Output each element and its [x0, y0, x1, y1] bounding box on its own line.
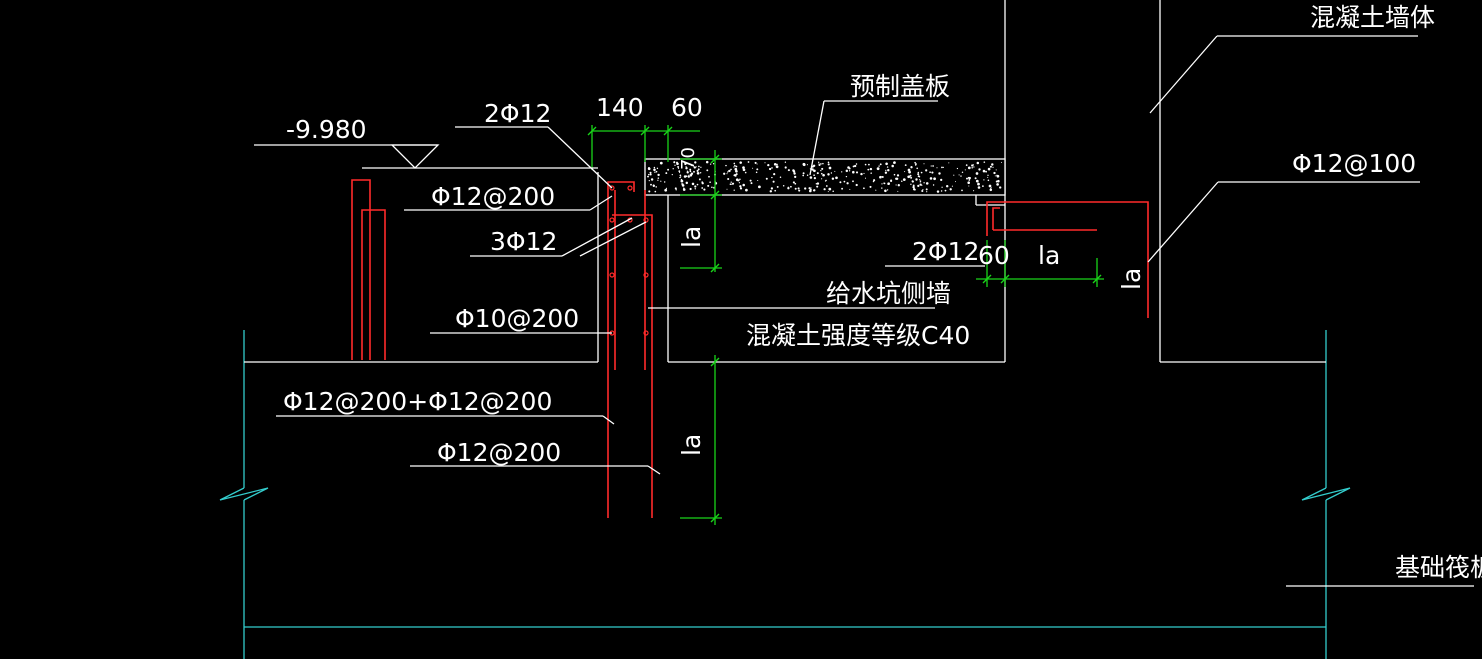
label-elevation: -9.980 [286, 115, 367, 144]
label-dim-60-ledge: 60 [978, 241, 1010, 270]
label-dim-60-top: 60 [671, 93, 703, 122]
rebar-lines [351, 179, 1149, 518]
label-dist-bars: Φ10@200 [455, 304, 579, 333]
dimension-lines [587, 125, 1104, 525]
label-ledge-bars: 2Φ12 [912, 237, 979, 266]
label-pit-wall: 给水坑侧墙 [826, 279, 951, 308]
label-precast-cover: 预制盖板 [850, 72, 950, 101]
label-concrete-wall: 混凝土墙体 [1310, 3, 1435, 32]
precast-cover-slab [644, 158, 1006, 196]
raft-slab-outline [219, 330, 1351, 659]
leader-lines [254, 35, 1474, 587]
label-la-lower: la [677, 434, 706, 456]
label-ledge-rebar: Φ12@100 [1292, 149, 1416, 178]
concrete-hatch [647, 160, 1003, 193]
label-raft: 基础筏板 [1395, 553, 1482, 582]
annotation-labels: 混凝土墙体 预制盖板 -9.980 2Φ12 140 60 70 Φ12@200… [283, 3, 1482, 582]
label-concrete-grade: 混凝土强度等级C40 [746, 321, 970, 350]
label-double-bars: Φ12@200+Φ12@200 [283, 387, 552, 416]
label-dim-70: 70 [678, 147, 699, 170]
label-three-bars: 3Φ12 [490, 227, 557, 256]
label-top-bars: 2Φ12 [484, 99, 551, 128]
label-stirrup-200: Φ12@200 [431, 182, 555, 211]
structure-outline [244, 0, 1326, 363]
label-la-ledge: la [1038, 241, 1060, 270]
label-la-upper: la [677, 226, 706, 248]
label-la-vertical-right: la [1117, 268, 1146, 290]
label-dim-140: 140 [596, 93, 644, 122]
label-outer-bars: Φ12@200 [437, 438, 561, 467]
